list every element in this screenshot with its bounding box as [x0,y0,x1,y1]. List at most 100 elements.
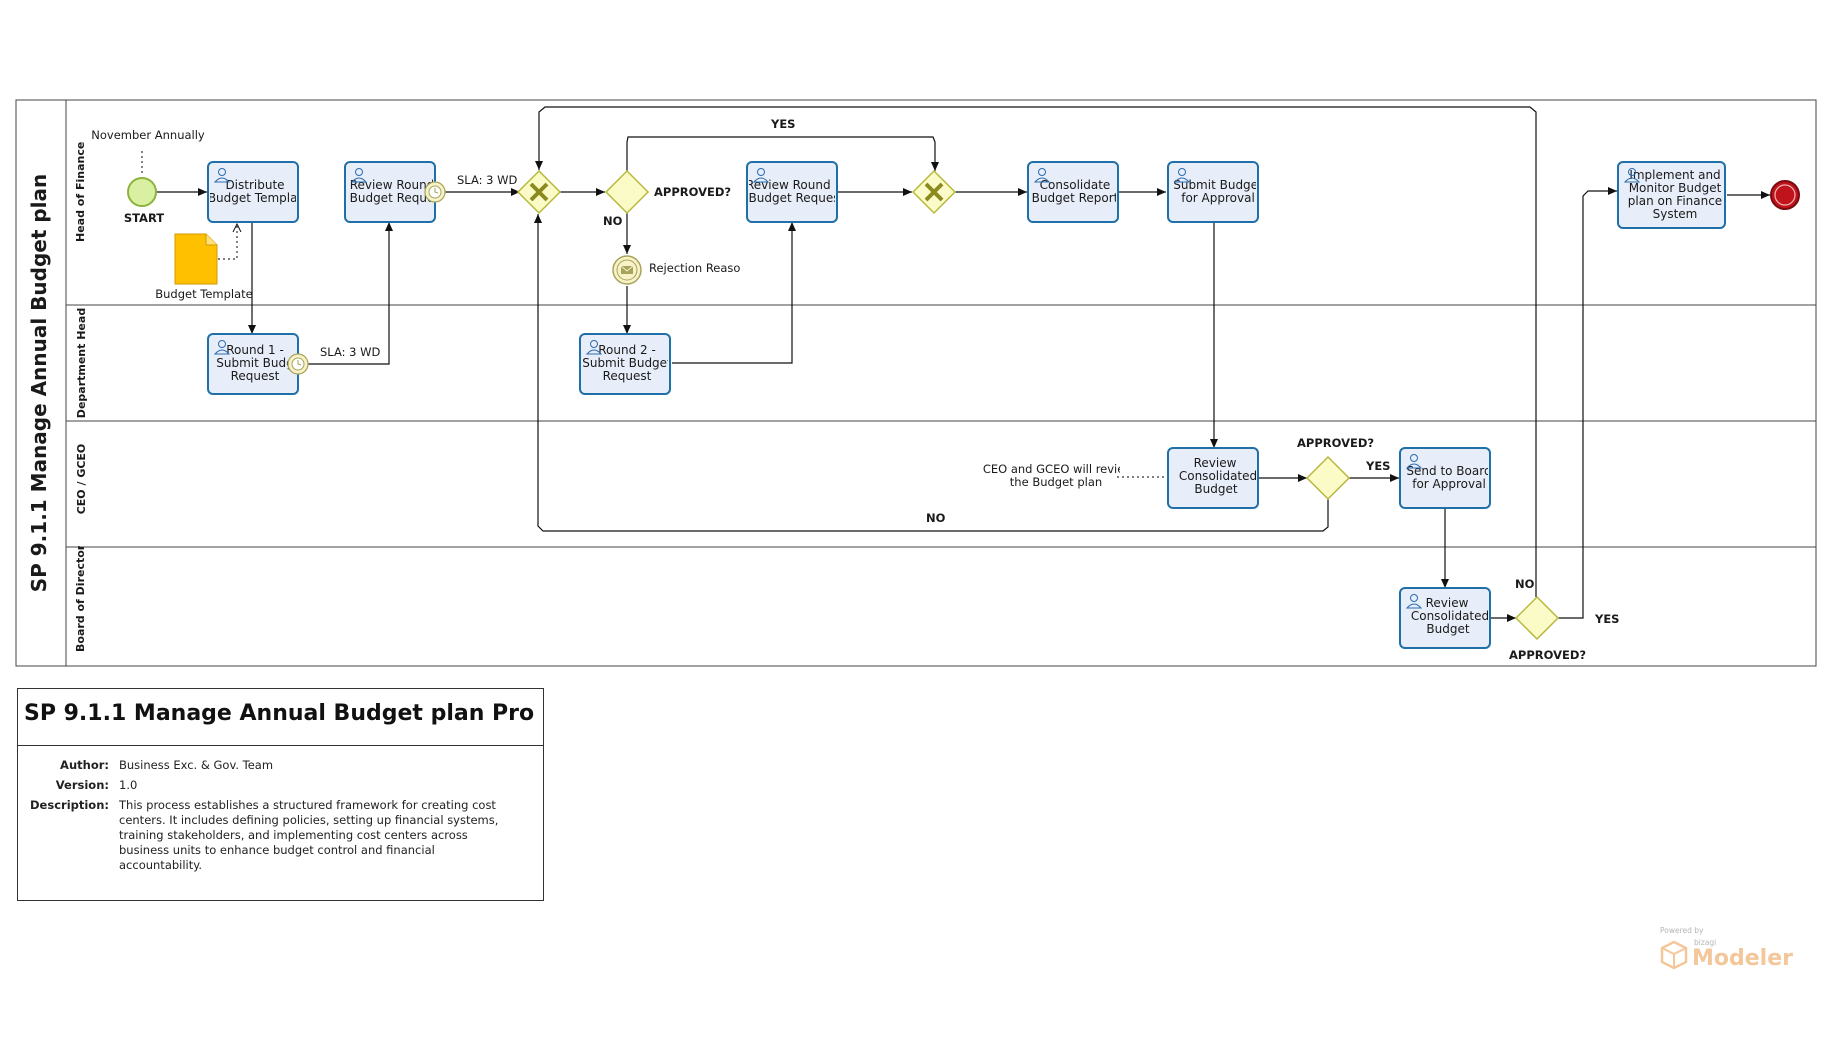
approved-label: APPROVED? [654,185,731,199]
info-description-value: This process establishes a structured fr… [119,798,499,872]
start-annotation: November Annually [91,128,205,142]
flow [534,214,1329,532]
lane-label-board: Board of Directors [74,538,87,652]
task-label-line: Request [603,369,652,383]
lane-label-department: Department Head [75,308,88,418]
user-icon [752,168,770,183]
user-icon [585,340,603,355]
task-label-line: for Approval [1412,477,1486,491]
user-icon [213,168,231,183]
user-icon [350,168,368,183]
user-icon [213,340,231,355]
user-icon [1405,454,1423,469]
flow-labels: SLA: 3 WD SLA: 3 WD YES APPROVED? NO Rej… [320,117,1619,662]
task-label-line: Review Round 2 [746,178,842,192]
task-label-line: Submit Budget [1173,178,1263,192]
task-label-line: Round 1 - [226,343,284,357]
data-object-budget-template[interactable] [174,233,218,285]
timer-icon [287,353,309,375]
task-label-line: Review [1194,456,1237,470]
task-label-line: Review [1426,596,1469,610]
task-label-line: Request [231,369,280,383]
yes-label: YES [1365,459,1390,473]
flow [626,136,939,171]
gateway-exclusive-merge-2[interactable] [911,169,957,215]
lane-labels: Head of Finance Department Head CEO / GC… [74,142,88,652]
no-label: NO [603,214,623,228]
vendor-text: bizagi [1694,938,1717,947]
flow [535,106,1537,597]
task-label-line: Consolidate [1040,178,1111,192]
powered-by-badge: Powered by bizagi Modeler [1660,926,1800,974]
task-label-line: Budget Templat [208,191,303,205]
gateway-approved-ceo[interactable] [1305,455,1351,501]
rejection-reason-label: Rejection Reaso [649,261,740,275]
flow [672,222,796,364]
info-author-value: Business Exc. & Gov. Team [119,758,274,772]
user-icon [1623,168,1641,183]
yes-label: YES [1594,612,1619,626]
task-label-line: Consolidated [1411,609,1489,623]
process-info-box: SP 9.1.1 Manage Annual Budget plan Pro A… [17,688,544,901]
task-label-line: Submit Budg [216,356,293,370]
timer-icon [424,181,446,203]
associations [141,151,1167,478]
yes-label: YES [770,117,795,131]
task-label-line: System [1653,207,1698,221]
powered-by-text: Powered by [1660,926,1704,935]
task-label-line: Budget [1426,622,1469,636]
task-label-line: Budget [1194,482,1237,496]
sla-label: SLA: 3 WD [457,173,518,187]
approved-label: APPROVED? [1509,648,1586,662]
no-label: NO [1515,577,1535,591]
user-icon [1173,168,1191,183]
task-label-line: plan on Finance [1628,194,1722,208]
envelope-icon [620,265,634,274]
gateway-approved-round1[interactable] [604,169,650,215]
x-marker-icon [924,182,944,202]
start-event[interactable] [127,177,157,207]
flow [307,222,393,365]
task-label-line: Round 2 - [598,343,656,357]
data-object-label: Budget Template [155,287,253,301]
x-marker-icon [529,182,549,202]
end-event[interactable] [1770,180,1800,210]
sla-label: SLA: 3 WD [320,345,381,359]
association [218,224,237,260]
info-author-key: Author: [60,758,109,772]
pool-title: SP 9.1.1 Manage Annual Budget plan [27,174,51,593]
user-icon [1033,168,1051,183]
task-label-line: Monitor Budget [1629,181,1722,195]
task-label-line: Consolidated [1179,469,1257,483]
gateway-approved-board[interactable] [1514,595,1560,641]
info-title: SP 9.1.1 Manage Annual Budget plan Pro [18,689,543,746]
flow [1558,187,1617,619]
lane-label-ceo: CEO / GCEO [75,444,88,515]
message-event-rejection[interactable] [612,255,642,285]
gateways [516,169,1560,641]
gateway-exclusive-merge-1[interactable] [516,169,562,215]
lane-label-finance: Head of Finance [74,142,87,242]
